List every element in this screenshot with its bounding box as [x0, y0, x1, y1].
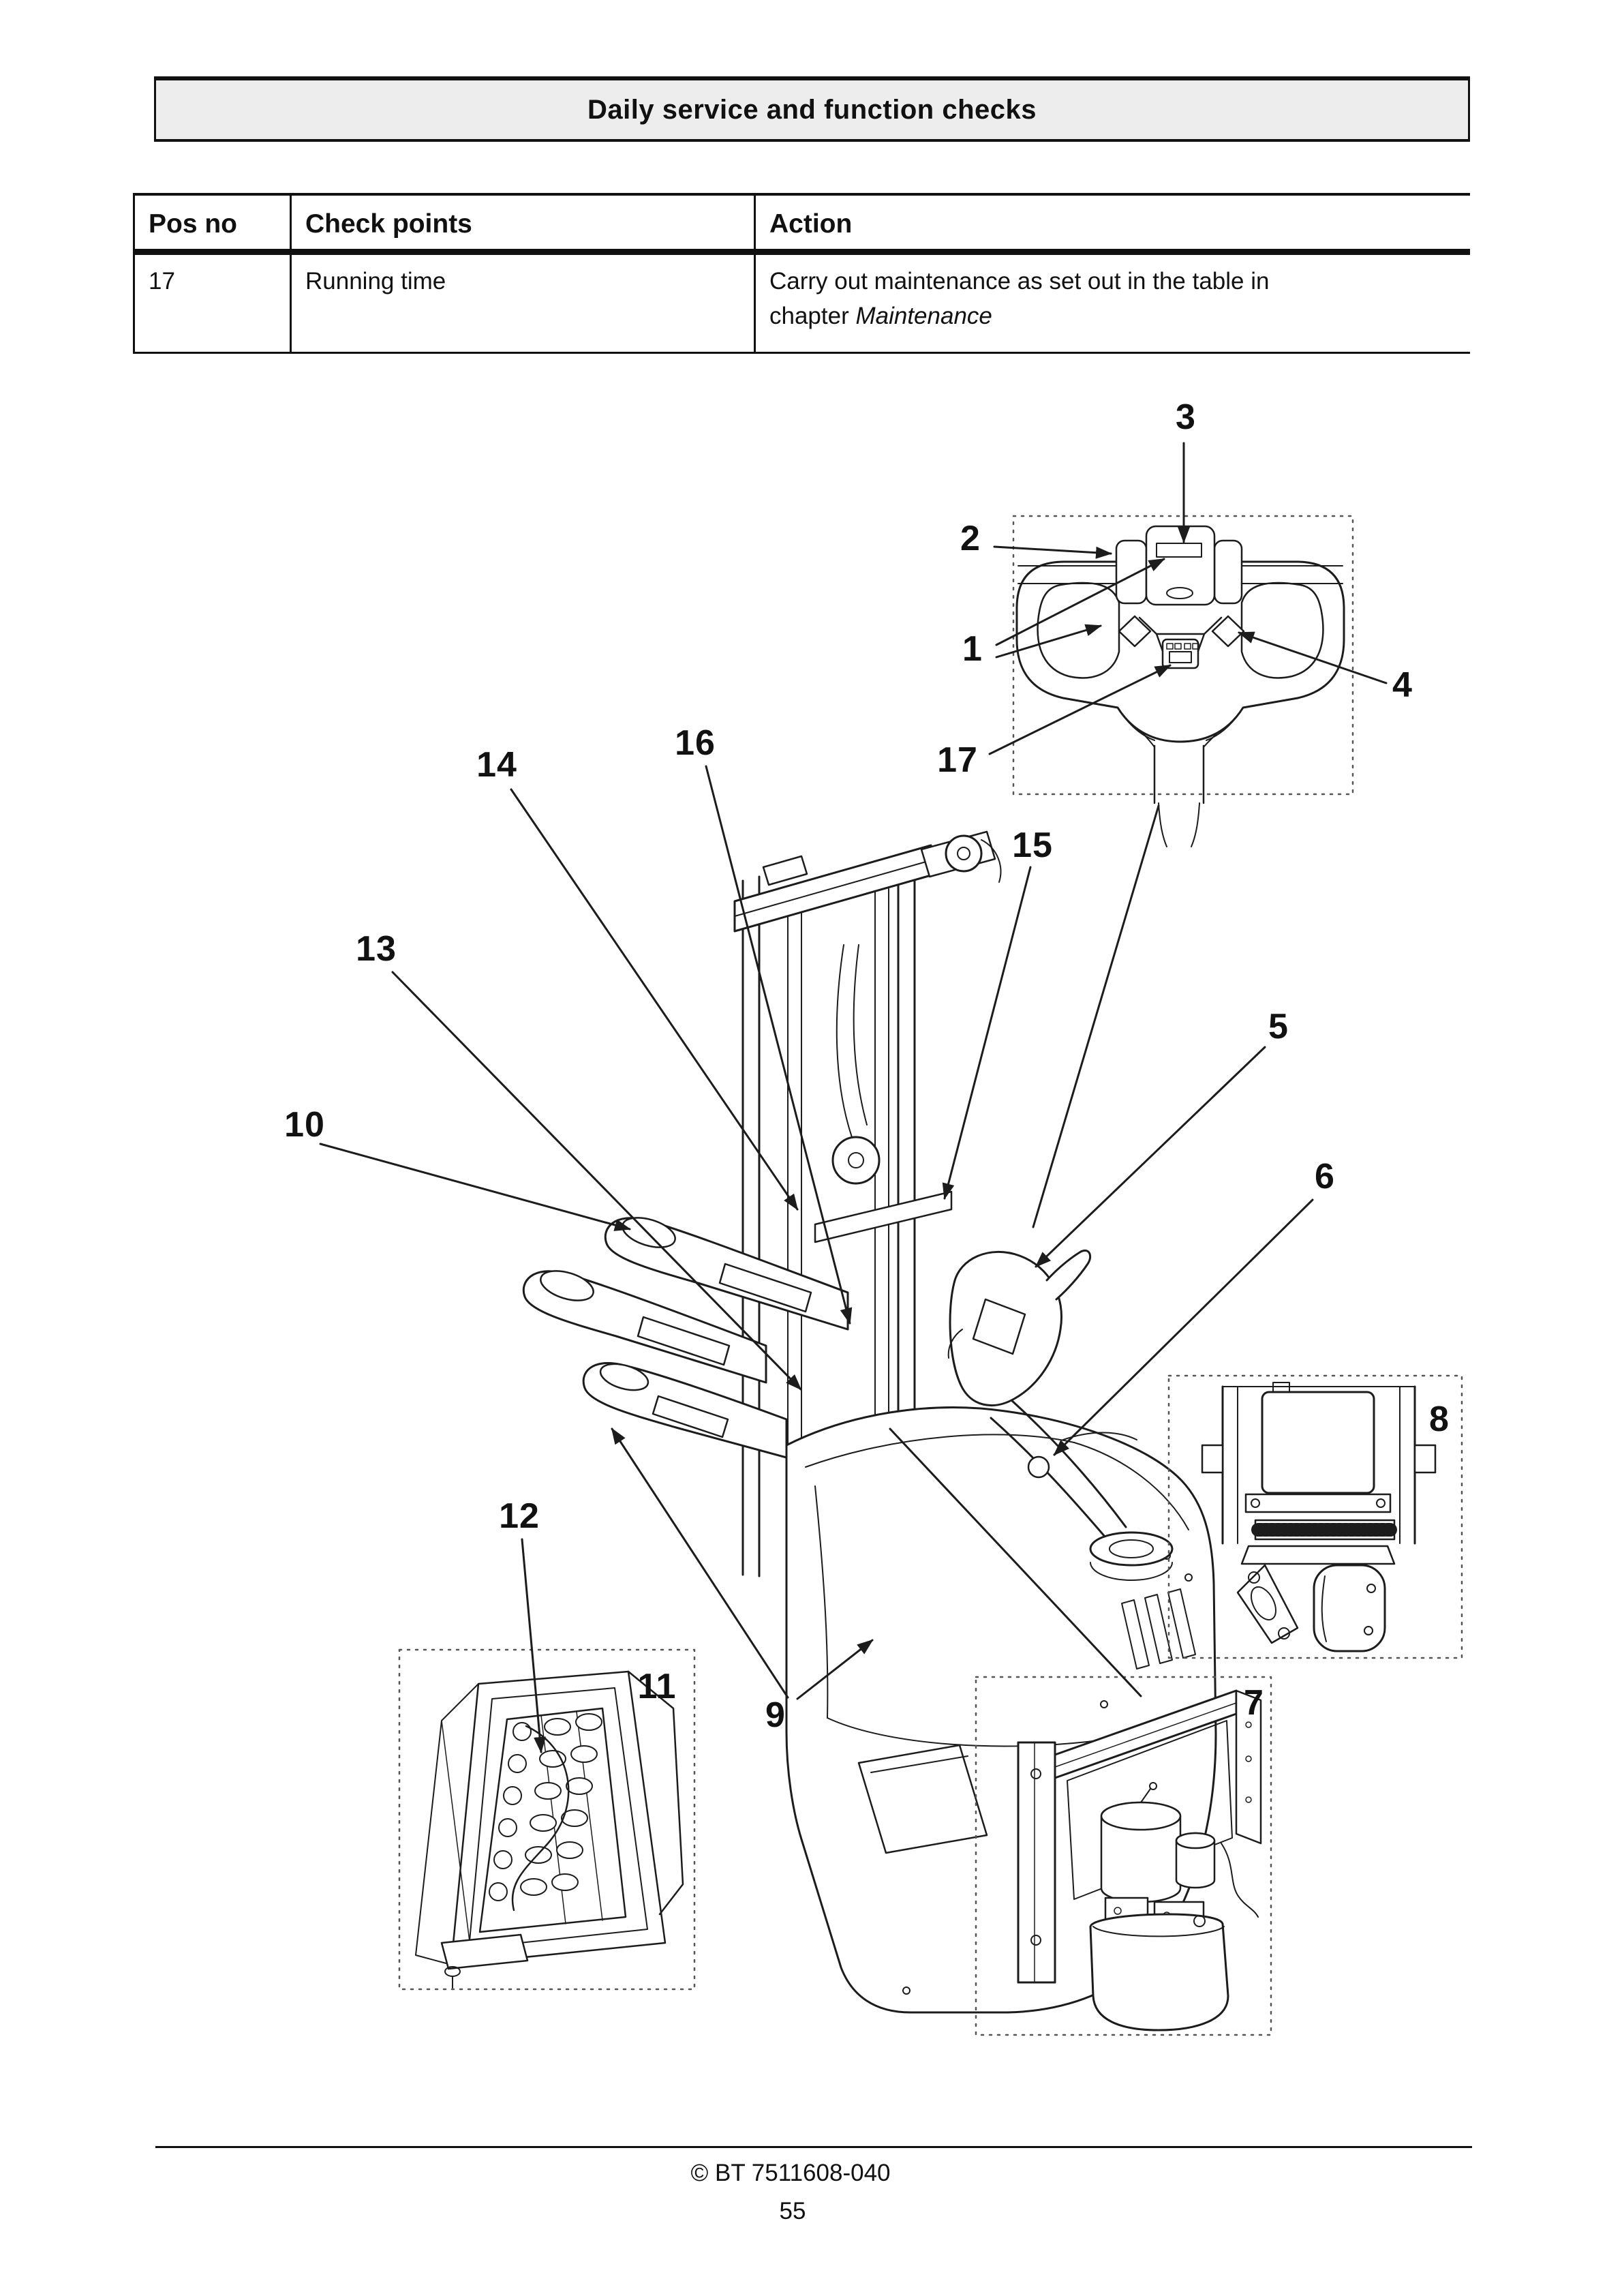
page-title: Daily service and function checks — [587, 94, 1037, 125]
callout-15: 15 — [1012, 826, 1053, 865]
callout-2: 2 — [960, 519, 981, 558]
inset-box — [1012, 515, 1354, 796]
callout-17: 17 — [937, 740, 978, 780]
leader-line — [1032, 804, 1160, 1228]
leader-line — [796, 1639, 874, 1700]
callout-10: 10 — [284, 1105, 325, 1145]
table-row: 17 Running time Carry out maintenance as… — [133, 252, 1470, 354]
action-line2: chapter Maintenance — [769, 302, 992, 329]
leader-line — [319, 1143, 631, 1231]
check-table-header-row: Pos no Check points Action — [133, 193, 1470, 255]
col-header-check-points: Check points — [290, 193, 755, 255]
callout-12: 12 — [499, 1496, 540, 1536]
footer-page-number: 55 — [779, 2198, 806, 2224]
leader-line-layer — [319, 442, 1388, 1753]
leader-line — [1053, 1198, 1314, 1456]
leader-line — [510, 788, 799, 1211]
col-header-action: Action — [754, 193, 1470, 255]
leader-line — [995, 624, 1102, 659]
callout-14: 14 — [476, 745, 517, 785]
callout-4: 4 — [1392, 665, 1413, 705]
page-title-banner: Daily service and function checks — [154, 76, 1470, 142]
callout-7: 7 — [1244, 1683, 1264, 1723]
leader-line — [995, 558, 1165, 646]
check-table: Pos no Check points Action 17 Running ti… — [133, 193, 1470, 354]
battery-cell-caps — [489, 1713, 602, 1901]
callout-9: 9 — [765, 1695, 786, 1735]
leader-line — [942, 866, 1032, 1200]
footer-rule — [155, 2146, 1472, 2148]
leader-line — [391, 971, 802, 1391]
drive-unit-inset-art — [1201, 1382, 1437, 1652]
leader-line — [1035, 1046, 1266, 1268]
cell-action: Carry out maintenance as set out in the … — [754, 252, 1470, 354]
callout-5: 5 — [1268, 1007, 1289, 1046]
inset-box — [398, 1648, 696, 1991]
action-line1: Carry out maintenance as set out in the … — [769, 268, 1270, 294]
leader-line — [1238, 631, 1388, 684]
callout-8: 8 — [1429, 1400, 1450, 1439]
cell-check-points: Running time — [290, 252, 755, 354]
callout-1: 1 — [962, 629, 983, 669]
inset-box — [1167, 1374, 1463, 1659]
action-chapter-ref: Maintenance — [855, 302, 992, 329]
callout-6: 6 — [1315, 1157, 1335, 1196]
leader-line — [988, 664, 1172, 755]
pump-unit-inset-art — [1017, 1689, 1262, 2031]
callout-16: 16 — [675, 723, 716, 763]
callout-11: 11 — [637, 1667, 677, 1706]
leader-line — [993, 545, 1112, 559]
forks-art — [522, 1217, 849, 1459]
leader-line — [705, 765, 853, 1325]
cell-pos-no: 17 — [133, 252, 291, 354]
callout-13: 13 — [356, 929, 397, 969]
tiller-art — [947, 712, 1236, 1581]
battery-inset-art — [415, 1670, 684, 1989]
col-header-pos-no: Pos no — [133, 193, 291, 255]
footer-document-ref: © BT 7511608-040 — [690, 2160, 891, 2186]
leader-line — [611, 1428, 789, 1699]
tiller-head-inset-art — [1015, 525, 1345, 743]
callout-3: 3 — [1176, 397, 1196, 437]
leader-line — [521, 1538, 546, 1753]
leader-line — [889, 1428, 1142, 1697]
